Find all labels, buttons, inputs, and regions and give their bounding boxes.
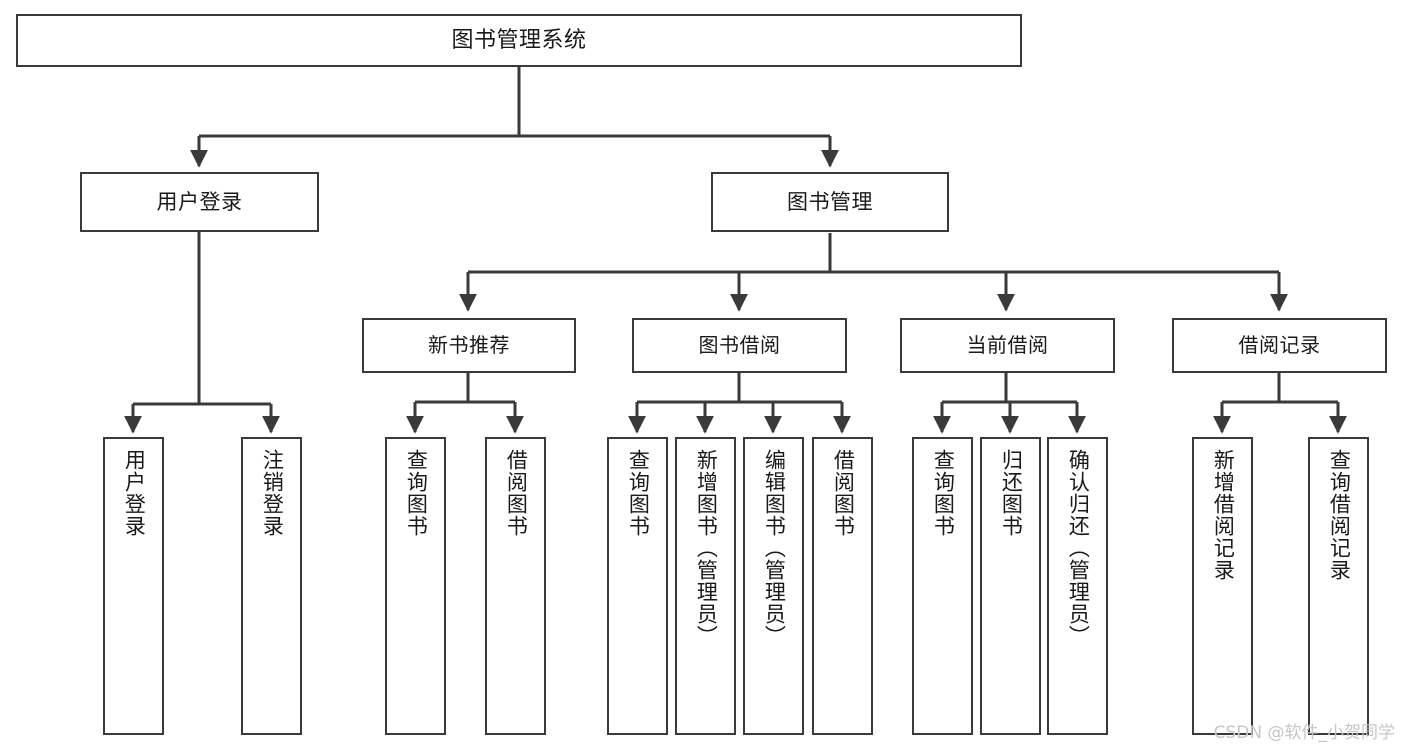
leaf-book-borrow-edit-book-admin[interactable]: 编辑图书（管理员） <box>743 437 804 735</box>
node-label: 用户登录 <box>156 189 243 214</box>
node-label: 借阅图书 <box>831 449 856 537</box>
node-label: 当前借阅 <box>966 332 1049 357</box>
node-label: 查询图书 <box>931 449 956 537</box>
leaf-user-login-login[interactable]: 用户登录 <box>103 437 164 735</box>
leaf-book-borrow-add-book-admin[interactable]: 新增图书（管理员） <box>675 437 736 735</box>
node-label: 查询图书 <box>404 449 429 537</box>
node-label: 注销登录 <box>260 449 285 537</box>
node-label: 确认归还（管理员） <box>1066 449 1091 647</box>
node-label: 借阅记录 <box>1238 332 1321 357</box>
csdn-watermark: CSDN @软件_小贺同学 <box>1213 723 1395 743</box>
node-label: 图书管理系统 <box>451 27 587 53</box>
leaf-book-borrow-query-book[interactable]: 查询图书 <box>607 437 668 735</box>
leaf-new-book-query-book[interactable]: 查询图书 <box>385 437 446 735</box>
node-label: 编辑图书（管理员） <box>762 449 787 647</box>
leaf-current-borrow-confirm-return-admin[interactable]: 确认归还（管理员） <box>1047 437 1108 735</box>
node-label: 查询图书 <box>626 449 651 537</box>
leaf-user-login-logout[interactable]: 注销登录 <box>241 437 302 735</box>
node-current-borrow[interactable]: 当前借阅 <box>900 318 1115 373</box>
node-label: 新增图书（管理员） <box>694 449 719 647</box>
node-label: 查询借阅记录 <box>1327 449 1352 581</box>
node-label: 新书推荐 <box>428 332 510 357</box>
node-user-login[interactable]: 用户登录 <box>80 172 319 232</box>
leaf-current-borrow-query-book[interactable]: 查询图书 <box>912 437 973 735</box>
node-label: 新增借阅记录 <box>1211 449 1236 581</box>
node-borrow-record[interactable]: 借阅记录 <box>1172 318 1387 373</box>
node-root-book-management-system[interactable]: 图书管理系统 <box>16 14 1022 67</box>
node-book-management[interactable]: 图书管理 <box>711 172 949 232</box>
node-label: 图书管理 <box>787 189 873 214</box>
node-book-borrow[interactable]: 图书借阅 <box>632 318 847 373</box>
leaf-current-borrow-return-book[interactable]: 归还图书 <box>980 437 1041 735</box>
leaf-new-book-borrow-book[interactable]: 借阅图书 <box>485 437 546 735</box>
node-label: 图书借阅 <box>698 332 781 357</box>
leaf-borrow-record-query-record[interactable]: 查询借阅记录 <box>1308 437 1369 735</box>
leaf-borrow-record-add-record[interactable]: 新增借阅记录 <box>1192 437 1253 735</box>
node-label: 用户登录 <box>122 449 147 537</box>
leaf-book-borrow-borrow-book[interactable]: 借阅图书 <box>812 437 873 735</box>
node-new-book-recommend[interactable]: 新书推荐 <box>362 318 576 373</box>
node-label: 归还图书 <box>999 449 1024 537</box>
node-label: 借阅图书 <box>504 449 529 537</box>
